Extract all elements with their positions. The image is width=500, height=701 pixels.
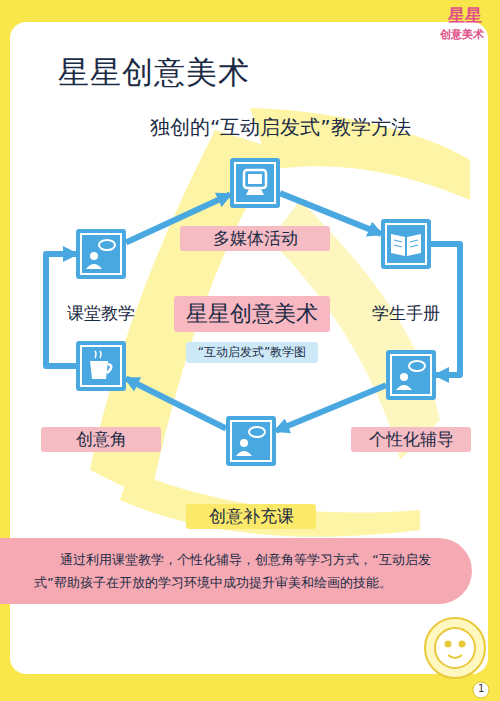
icon-book [381, 219, 431, 269]
label-band: 个性化辅导 [351, 427, 471, 452]
label-band: 多媒体活动 [180, 226, 330, 251]
logo-top: 星星 [448, 4, 482, 27]
center-box: 星星创意美术“互动启发式”教学图 [174, 296, 330, 332]
icon-node: 个性化辅导 [386, 350, 436, 400]
summary-text: 通过利用课堂教学，个性化辅导，创意角等学习方式，“互动启发式”帮助孩子在开放的学… [34, 548, 438, 594]
page-number: 1 [478, 683, 484, 694]
icon-person [76, 229, 126, 279]
subtitle: 独创的“互动启发式”教学方法 [150, 114, 411, 141]
label-band: 创意角 [41, 427, 161, 452]
summary-band: 通过利用课堂教学，个性化辅导，创意角等学习方式，“互动启发式”帮助孩子在开放的学… [0, 538, 472, 604]
flow-arrow [126, 379, 226, 429]
page-title: 星星创意美术 [58, 52, 250, 94]
icon-node: 课堂教学 [76, 229, 126, 279]
icon-person [386, 350, 436, 400]
icon-cup [76, 341, 126, 391]
node-label: 课堂教学 [57, 301, 145, 326]
logo-bottom: 创意美术 [440, 27, 484, 42]
center-title: 星星创意美术 [186, 299, 318, 329]
flow-arrow [276, 385, 386, 430]
icon-person [226, 416, 276, 466]
icon-node: 创意补充课 [226, 416, 276, 466]
icon-monitor [230, 158, 280, 208]
center-caption: “互动启发式”教学图 [186, 342, 318, 363]
icon-node: 多媒体活动 [230, 158, 280, 208]
label-band: 创意补充课 [186, 504, 316, 529]
icon-node: 学生手册 [381, 219, 431, 269]
node-label: 学生手册 [362, 301, 450, 326]
icon-node: 创意角 [76, 341, 126, 391]
